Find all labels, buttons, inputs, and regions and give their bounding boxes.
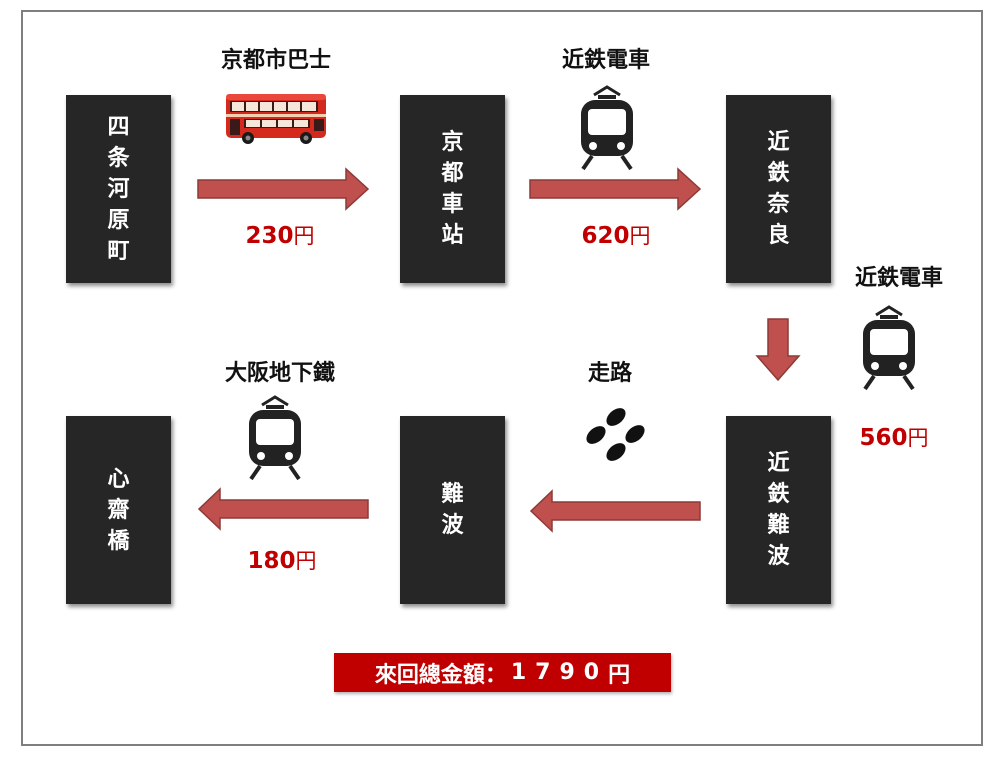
station-kintetsu-nara: 近鉄奈良 bbox=[726, 95, 831, 283]
mode-label-train: 近鉄電車 bbox=[854, 266, 943, 291]
arrow-right bbox=[197, 167, 370, 211]
total-value: 1790 bbox=[510, 660, 609, 685]
price-value: 230 bbox=[245, 223, 294, 249]
arrow-right bbox=[529, 167, 702, 211]
currency: 円 bbox=[295, 549, 317, 573]
tram-icon bbox=[863, 305, 915, 391]
price-train: 560円 bbox=[844, 422, 944, 452]
tram-icon bbox=[249, 395, 301, 481]
station-label: 京都車站 bbox=[441, 130, 464, 248]
double-decker-bus-icon bbox=[226, 94, 326, 144]
station-label: 近鉄難波 bbox=[767, 451, 790, 569]
mode-label-walk: 走路 bbox=[587, 361, 632, 386]
station-label: 難波 bbox=[441, 482, 464, 538]
station-label: 心齋橋 bbox=[107, 466, 130, 554]
mode-label-bus: 京都市巴士 bbox=[220, 48, 331, 73]
station-label: 近鉄奈良 bbox=[767, 130, 790, 248]
arrow-left bbox=[197, 487, 369, 531]
price-value: 180 bbox=[247, 548, 296, 574]
station-namba: 難波 bbox=[400, 416, 505, 604]
price-value: 560 bbox=[859, 425, 908, 451]
price-value: 620 bbox=[581, 223, 630, 249]
diagram-frame bbox=[21, 10, 983, 746]
total-label: 來回總金額： bbox=[374, 662, 507, 688]
price-subway: 180円 bbox=[232, 545, 332, 575]
mode-label-train: 近鉄電車 bbox=[561, 48, 650, 73]
station-shinsaibashi: 心齋橋 bbox=[66, 416, 171, 604]
station-label: 四条河原町 bbox=[107, 114, 130, 264]
station-shijo-kawaramachi: 四条河原町 bbox=[66, 95, 171, 283]
currency: 円 bbox=[293, 224, 315, 248]
tram-icon bbox=[581, 85, 633, 171]
price-train: 620円 bbox=[566, 220, 666, 250]
arrow-down bbox=[755, 318, 801, 382]
price-bus: 230円 bbox=[230, 220, 330, 250]
station-kintetsu-namba: 近鉄難波 bbox=[726, 416, 831, 604]
currency: 円 bbox=[907, 426, 929, 450]
mode-label-subway: 大阪地下鐵 bbox=[224, 361, 335, 386]
station-kyoto: 京都車站 bbox=[400, 95, 505, 283]
currency: 円 bbox=[629, 224, 651, 248]
footprints-icon bbox=[586, 408, 645, 461]
arrow-left bbox=[529, 489, 701, 533]
total-currency: 円 bbox=[608, 662, 631, 688]
